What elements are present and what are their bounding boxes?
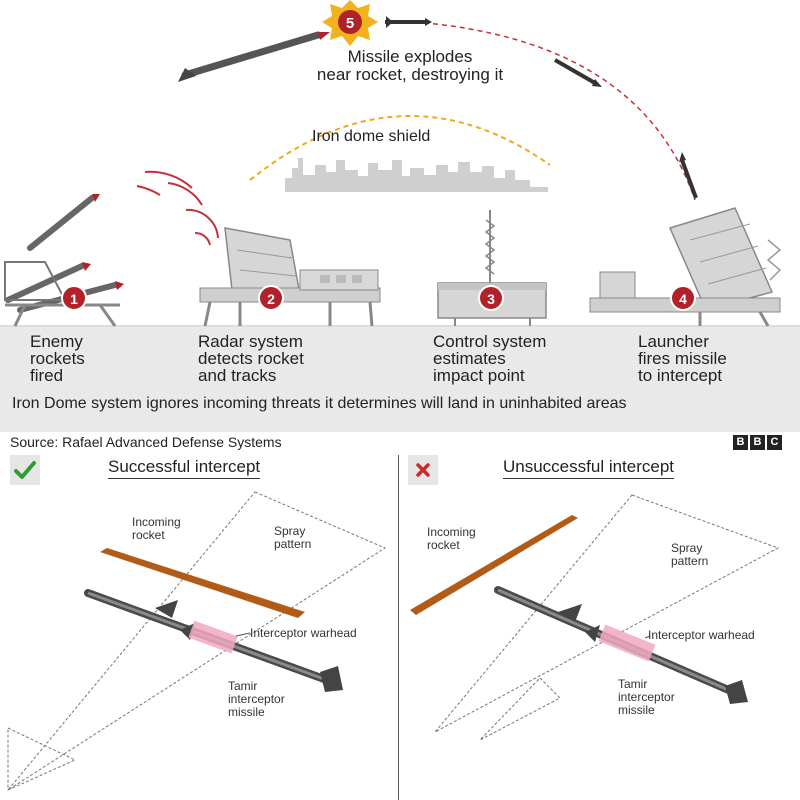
source-credit: Source: Rafael Advanced Defense Systems: [10, 434, 282, 450]
success-spray-pattern: [7, 491, 387, 791]
success-warhead-highlight: [188, 620, 238, 654]
success-incoming-label: Incoming rocket: [132, 515, 181, 542]
failure-spray-label: Spray pattern: [671, 541, 709, 568]
success-warhead-label: Interceptor warhead: [250, 626, 357, 640]
step-3-label: Control system estimates impact point: [433, 332, 547, 385]
svg-text:2: 2: [267, 291, 275, 307]
missile-trajectory: [414, 21, 696, 201]
cross-icon: [416, 463, 430, 477]
missile-in-flight-icon: [554, 58, 602, 87]
check-icon: [14, 461, 36, 479]
success-title: Successful intercept: [108, 457, 261, 479]
iron-dome-arc: [249, 115, 551, 181]
interceptor-top-icon: [385, 16, 432, 28]
failure-warhead-label: Interceptor warhead: [648, 628, 755, 642]
system-note: Iron Dome system ignores incoming threat…: [12, 395, 627, 412]
success-tamir-label: Tamir interceptor missile: [228, 679, 285, 719]
steps-band: [0, 327, 800, 432]
svg-text:4: 4: [679, 291, 687, 307]
svg-text:1: 1: [70, 291, 78, 307]
success-badge: [10, 455, 40, 485]
failure-title: Unsuccessful intercept: [503, 457, 675, 479]
panel-divider: [398, 455, 399, 800]
failure-incoming-label: Incoming rocket: [427, 525, 476, 552]
success-spray-label: Spray pattern: [274, 524, 312, 551]
failure-incoming-rocket: [410, 515, 578, 615]
step-5-badge: [338, 10, 362, 34]
radar-waves: [136, 170, 219, 246]
step-3-badge: 3: [478, 285, 504, 311]
failure-spray-pattern: [434, 494, 780, 741]
failure-badge: [408, 455, 438, 485]
failure-tamir-label: Tamir interceptor missile: [618, 677, 675, 717]
step-1-label: Enemy rockets fired: [30, 332, 85, 385]
rocket-destroyed-icon: [178, 31, 330, 82]
step-1-badge: 1: [61, 285, 87, 311]
explosion-caption: Missile explodes near rocket, destroying…: [316, 47, 504, 84]
dome-label: Iron dome shield: [312, 128, 431, 145]
failure-warhead-highlight: [598, 624, 656, 662]
missile-launch-icon: [679, 152, 698, 199]
svg-text:3: 3: [487, 291, 495, 307]
step-2-label: Radar system detects rocket and tracks: [198, 332, 304, 385]
step-5-number: 5: [346, 15, 354, 32]
success-incoming-rocket: [100, 548, 305, 618]
city-skyline: [285, 158, 548, 192]
step-4-label: Launcher fires missile to intercept: [638, 332, 727, 385]
bbc-logo: B B C: [733, 435, 782, 450]
step-4-badge: 4: [670, 285, 696, 311]
radar-unit: [199, 227, 381, 327]
step-2-badge: 2: [258, 285, 284, 311]
